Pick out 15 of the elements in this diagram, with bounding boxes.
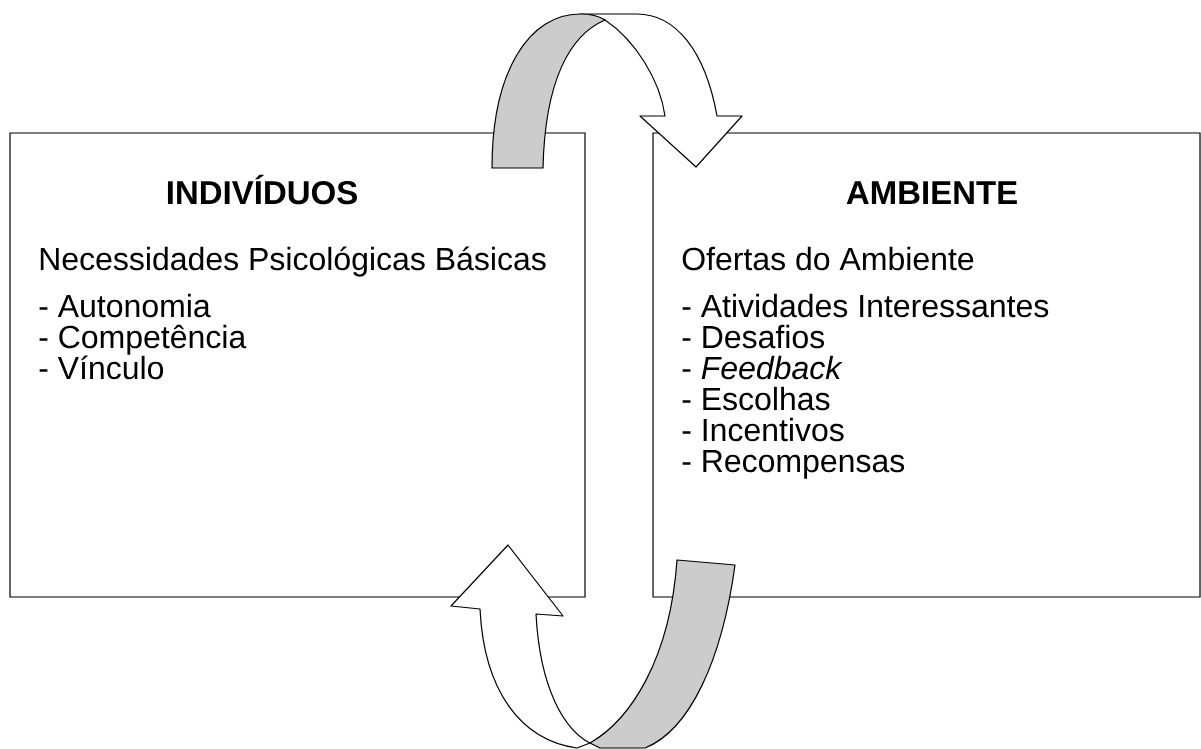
list-item: - Incentivos (682, 417, 844, 442)
box-subtitle: Ofertas do Ambiente (682, 246, 974, 271)
box-heading: AMBIENTE (846, 181, 1017, 204)
curved-arrow (450, 544, 736, 749)
list-item: - Escolhas (682, 386, 830, 411)
list-item: - Vínculo (39, 355, 164, 380)
box-heading: INDIVÍDUOS (167, 174, 357, 205)
box-subtitle: Necessidades Psicológicas Básicas (40, 246, 546, 277)
list-item: - Atividades Interessantes (682, 293, 1049, 318)
curved-arrow (491, 13, 743, 169)
list-item: - Competência (39, 324, 247, 355)
list-item: - Autonomia (39, 293, 211, 318)
list-item: - Feedback (682, 355, 843, 380)
list-item: - Desafios (682, 324, 825, 349)
list-item: - Recompensas (682, 450, 905, 479)
